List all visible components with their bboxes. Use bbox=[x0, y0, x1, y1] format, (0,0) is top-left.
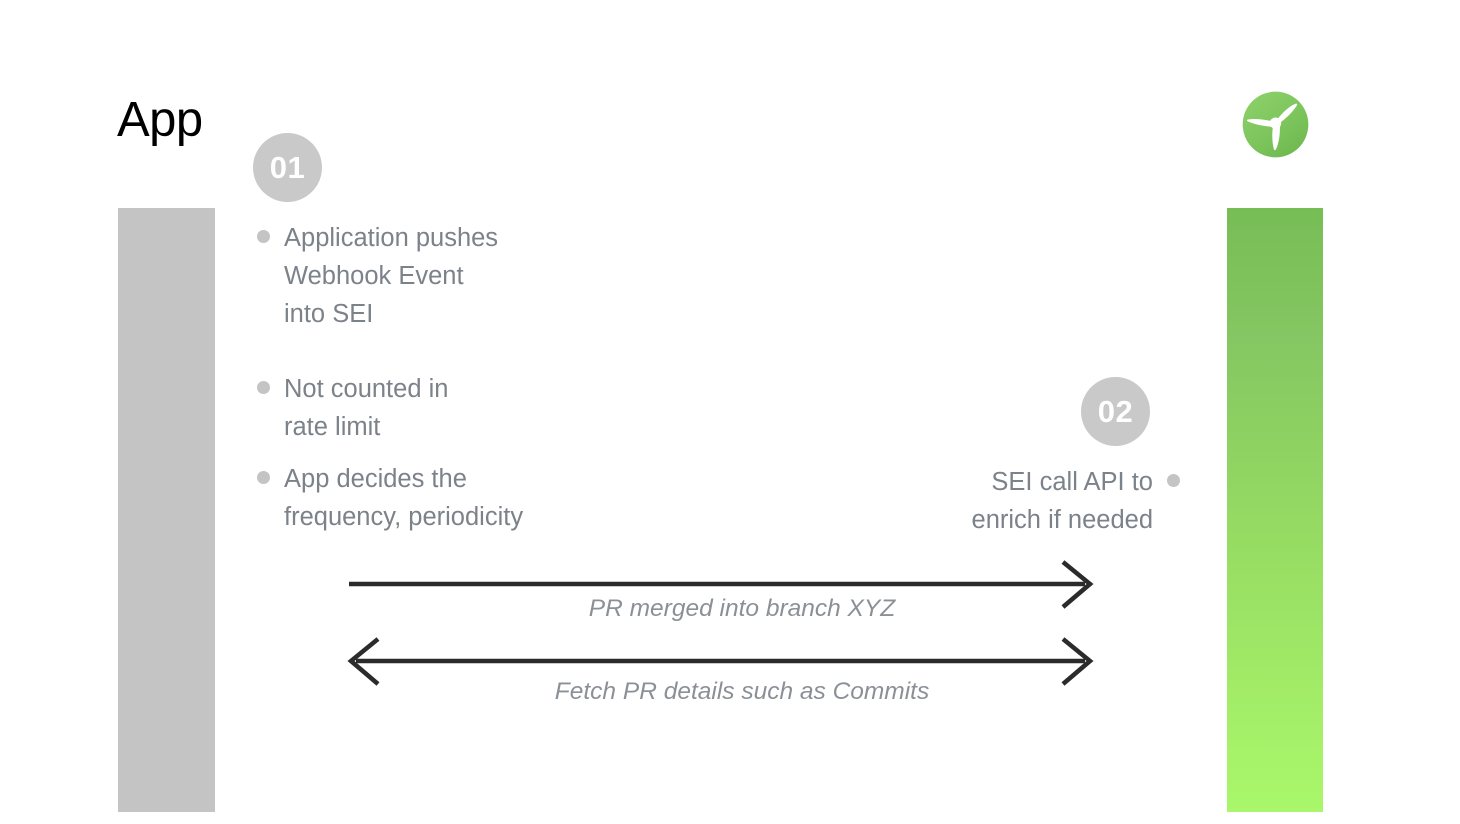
page-title: App bbox=[117, 93, 203, 147]
lane-sei bbox=[1227, 208, 1323, 812]
bullet-dot-icon bbox=[257, 471, 270, 484]
bullet-group-left: Application pushes Webhook Event into SE… bbox=[257, 219, 523, 536]
arrow-label-pr-merged: PR merged into branch XYZ bbox=[588, 595, 896, 622]
list-item: App decides the frequency, periodicity bbox=[257, 460, 523, 536]
bullet-group-right: SEI call API to enrich if needed bbox=[860, 463, 1180, 539]
step-badge-01: 01 bbox=[253, 133, 322, 202]
lane-app bbox=[118, 208, 215, 812]
bullet-dot-icon bbox=[257, 381, 270, 394]
list-item: Not counted in rate limit bbox=[257, 370, 523, 446]
bullet-text: App decides the frequency, periodicity bbox=[284, 465, 524, 531]
list-item: Application pushes Webhook Event into SE… bbox=[257, 219, 523, 333]
bullet-text: Application pushes Webhook Event into SE… bbox=[284, 224, 499, 328]
harness-propeller-logo bbox=[1242, 91, 1309, 158]
bullet-dot-icon bbox=[1167, 474, 1180, 487]
step-badge-02: 02 bbox=[1081, 377, 1150, 446]
bullet-text: Not counted in rate limit bbox=[284, 375, 449, 441]
arrow-label-fetch-pr-details: Fetch PR details such as Commits bbox=[554, 678, 930, 705]
list-item: SEI call API to enrich if needed bbox=[860, 463, 1180, 539]
bullet-dot-icon bbox=[257, 230, 270, 243]
bullet-text: SEI call API to enrich if needed bbox=[971, 468, 1153, 534]
